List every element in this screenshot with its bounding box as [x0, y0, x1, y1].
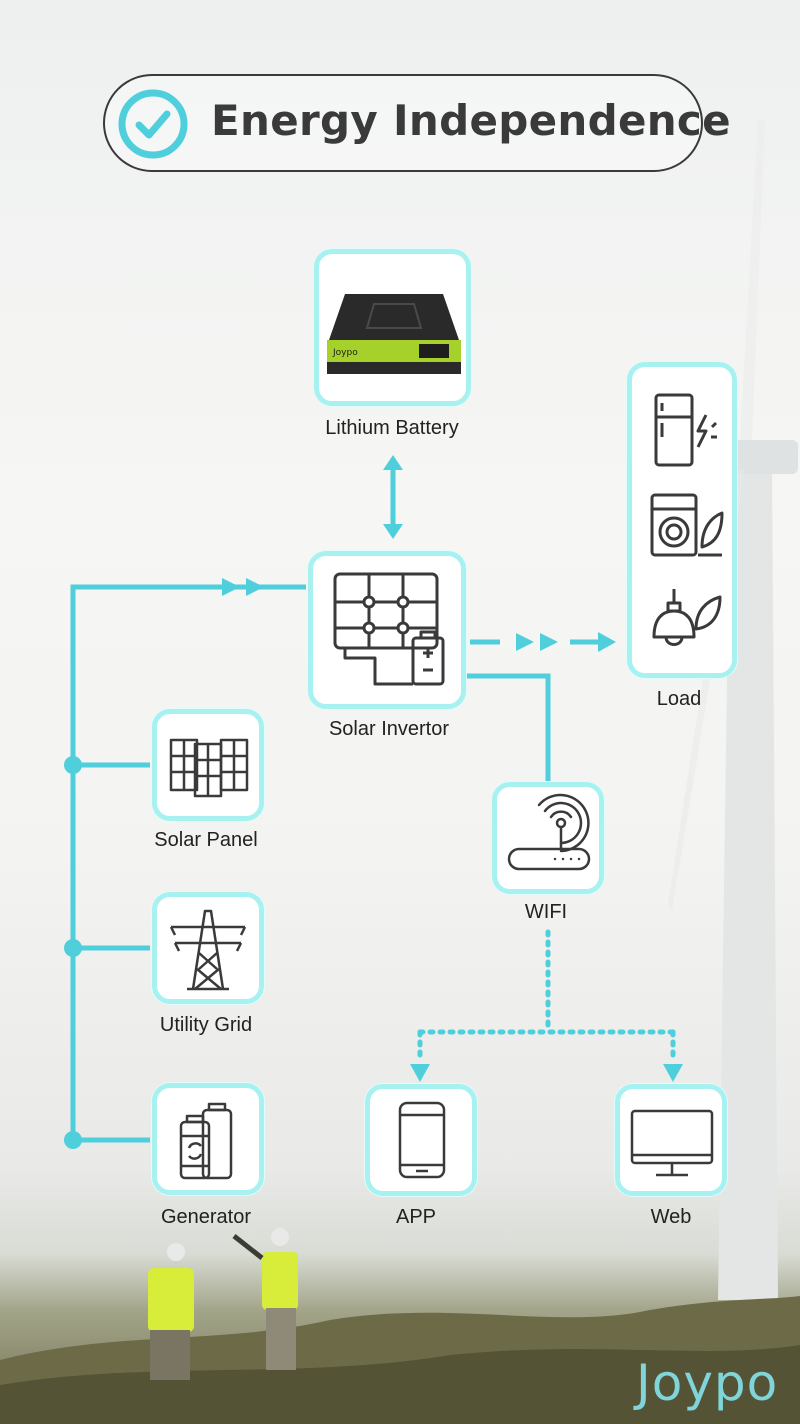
smartphone-icon — [398, 1101, 446, 1179]
battery-label: Lithium Battery — [325, 417, 459, 439]
check-circle-icon — [118, 89, 188, 159]
wifi-label: WIFI — [524, 901, 568, 923]
washing-machine-icon — [650, 493, 724, 557]
load-node — [627, 362, 737, 678]
web-node — [615, 1084, 727, 1196]
title-banner: Energy Independence — [103, 74, 731, 172]
router-icon — [507, 793, 591, 871]
load-label: Load — [656, 688, 702, 710]
wifi-node — [492, 782, 604, 894]
generator-label: Generator — [160, 1206, 252, 1228]
load-appliances — [650, 393, 724, 646]
generator-node — [152, 1083, 264, 1195]
power-tower-icon — [169, 909, 247, 991]
solar-panel-label: Solar Panel — [154, 829, 258, 851]
monitor-icon — [630, 1109, 714, 1177]
solar-inverter-icon — [333, 572, 445, 686]
svg-text:Joypo: Joypo — [332, 348, 358, 358]
app-node — [365, 1084, 477, 1196]
solar-panel-node — [152, 709, 264, 821]
lamp-icon — [652, 589, 722, 646]
page-title: Energy Independence — [211, 96, 731, 145]
solar-panel-icon — [169, 738, 249, 798]
app-label: APP — [395, 1206, 437, 1228]
fridge-icon — [654, 393, 718, 467]
web-label: Web — [650, 1206, 692, 1228]
utility-grid-node — [152, 892, 264, 1004]
generator-icon — [179, 1102, 233, 1180]
battery-image: Joypo — [327, 294, 461, 374]
utility-grid-label: Utility Grid — [159, 1014, 253, 1036]
inverter-label: Solar Invertor — [328, 718, 450, 740]
brand-logo: Joypo — [636, 1354, 779, 1412]
battery-node: Joypo — [314, 249, 471, 406]
inverter-node — [308, 551, 466, 709]
